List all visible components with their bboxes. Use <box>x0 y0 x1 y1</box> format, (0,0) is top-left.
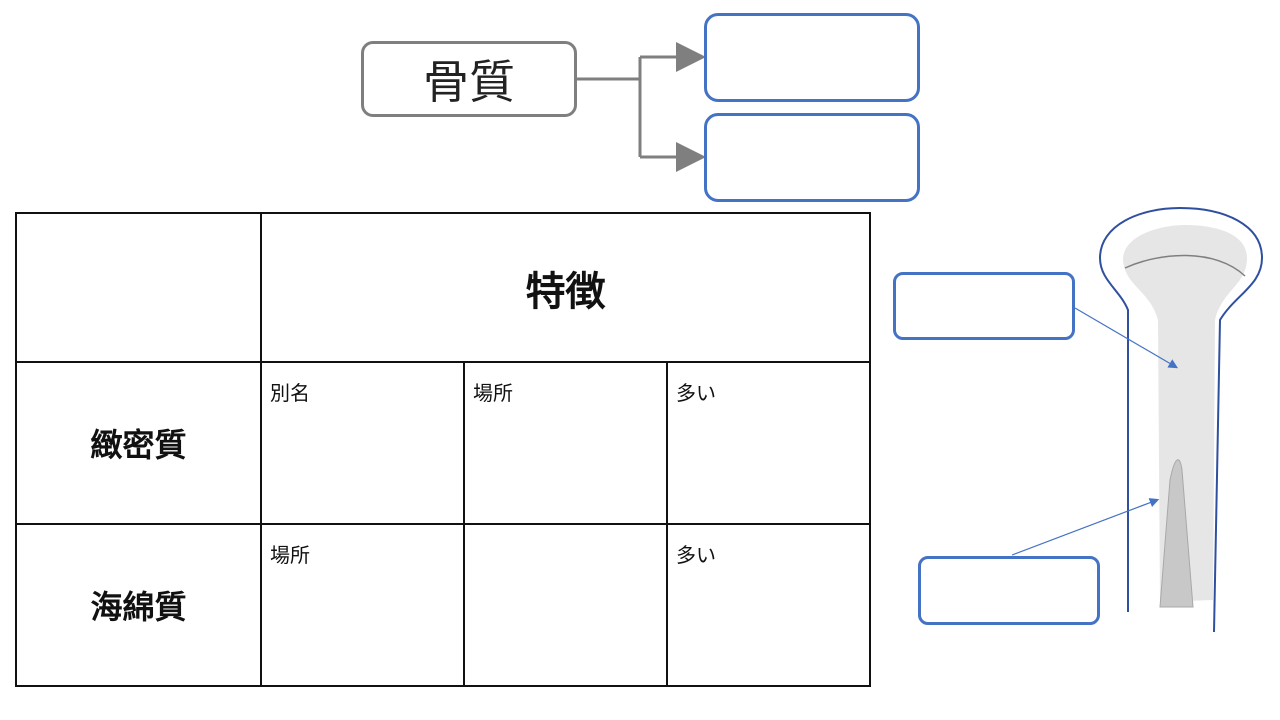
cell-label <box>465 525 666 539</box>
branch-answer-box-1[interactable] <box>704 13 920 102</box>
cell-label: 場所 <box>270 543 310 567</box>
table-cell[interactable] <box>463 523 668 687</box>
table-cell[interactable]: 多い <box>666 523 871 687</box>
row-label-spongy-bone: 海綿質 <box>15 523 262 687</box>
pointer-upper <box>1074 307 1179 369</box>
row-label-compact-bone: 緻密質 <box>15 361 262 525</box>
bone-label-box-upper[interactable] <box>893 272 1075 340</box>
table-corner-cell <box>15 212 262 363</box>
tree-connector <box>577 42 706 172</box>
table-row-spongy-bone: 海綿質 場所 多い <box>15 523 871 687</box>
marrow-cavity <box>1159 459 1194 608</box>
spongy-head-region <box>1123 225 1247 602</box>
table-cell[interactable]: 場所 <box>260 523 465 687</box>
table-header-features: 特徴 <box>260 212 871 363</box>
cell-label: 場所 <box>473 381 513 405</box>
feature-table: 特徴 緻密質 別名 場所 多い 海綿質 場所 多い <box>15 212 871 687</box>
cell-label: 多い <box>676 381 716 405</box>
table-cell[interactable]: 場所 <box>463 361 668 525</box>
epiphyseal-line <box>1124 254 1246 277</box>
bone-outline <box>1098 206 1264 633</box>
branch-answer-box-2[interactable] <box>704 113 920 202</box>
table-cell[interactable]: 別名 <box>260 361 465 525</box>
cell-label: 別名 <box>270 381 310 405</box>
root-node-bone-substance: 骨質 <box>361 41 577 117</box>
table-header-row: 特徴 <box>15 212 871 363</box>
table-cell[interactable]: 多い <box>666 361 871 525</box>
pointer-lower <box>1011 498 1160 556</box>
table-row-compact-bone: 緻密質 別名 場所 多い <box>15 361 871 525</box>
cell-label: 多い <box>676 543 716 567</box>
bone-label-box-lower[interactable] <box>918 556 1100 625</box>
